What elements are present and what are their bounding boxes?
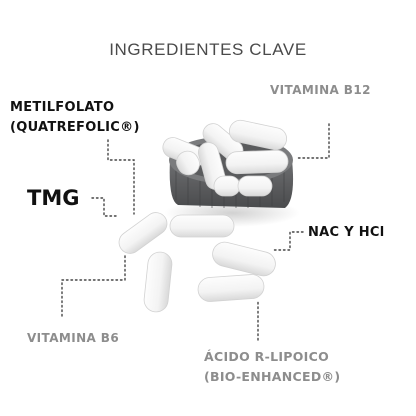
leader-line-metilfolato xyxy=(107,139,135,215)
capsule xyxy=(228,119,288,151)
leader-line-b12 xyxy=(295,123,330,159)
capsule xyxy=(118,212,168,254)
page-title: INGREDIENTES CLAVE xyxy=(109,40,307,59)
capsule xyxy=(225,149,289,175)
label-nac-hcl: NAC Y HCl xyxy=(308,225,385,240)
label-acido-line1: ÁCIDO R-LIPOICO xyxy=(204,349,330,364)
label-metilfolato-line2: (QUATREFOLIC®) xyxy=(10,120,140,135)
capsule xyxy=(237,175,273,197)
label-acido-line2: (BIO-ENHANCED®) xyxy=(204,369,341,384)
capsule xyxy=(143,251,173,313)
label-acido-lipoico: ÁCIDO R-LIPOICO (BIO-ENHANCED®) xyxy=(204,347,340,387)
label-vitamina-b6: VITAMINA B6 xyxy=(27,331,120,345)
capsule xyxy=(197,274,265,302)
capsule-group xyxy=(118,119,289,313)
leader-line-tmg xyxy=(91,197,117,217)
capsule xyxy=(213,175,241,197)
label-tmg: TMG xyxy=(27,186,80,210)
label-vitamina-b12: VITAMINA B12 xyxy=(270,83,371,97)
capsule xyxy=(169,214,235,238)
leader-line-nac xyxy=(273,231,304,251)
capsule xyxy=(212,241,276,277)
label-metilfolato-line1: METILFOLATO xyxy=(10,100,115,115)
leader-line-b6 xyxy=(61,255,126,319)
capsule xyxy=(176,150,200,176)
label-metilfolato: METILFOLATO (QUATREFOLIC®) xyxy=(10,98,140,138)
